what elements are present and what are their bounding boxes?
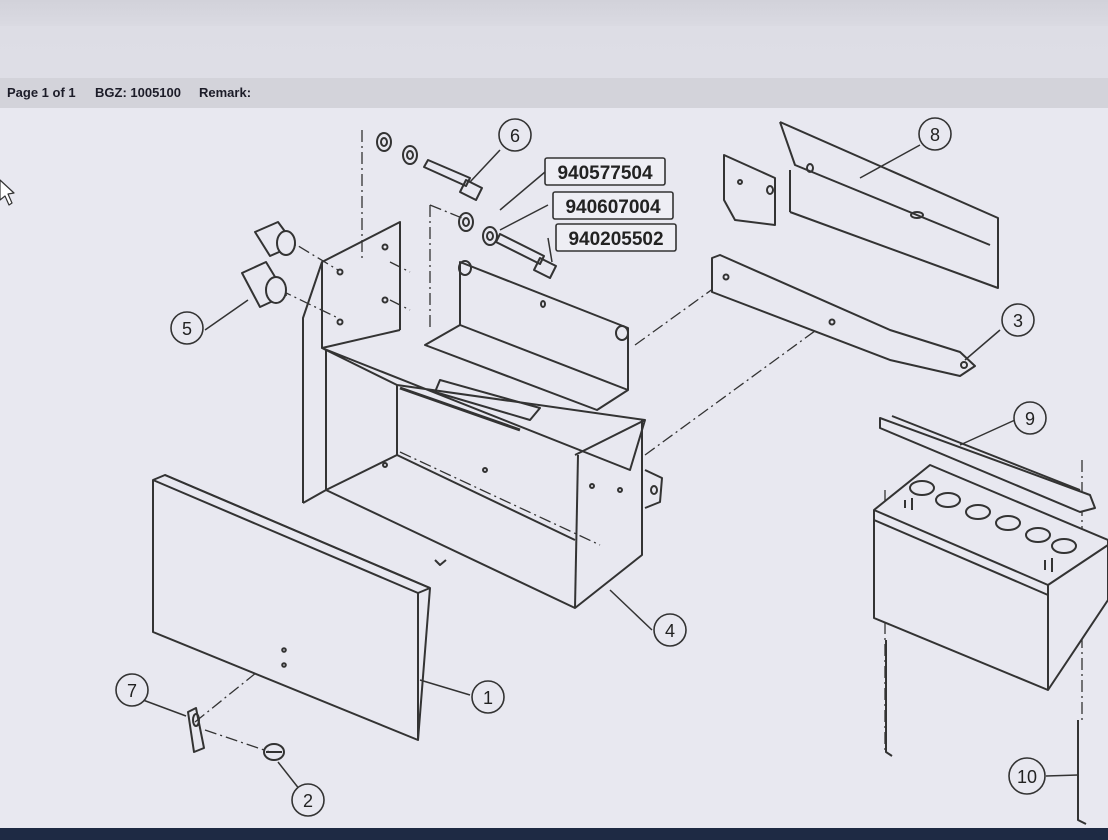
callout-4[interactable]: 4 bbox=[665, 621, 675, 641]
part-4-battery-box bbox=[302, 221, 663, 609]
part-6-hardware bbox=[376, 132, 557, 279]
callout-10[interactable]: 10 bbox=[1017, 767, 1037, 787]
part-number-boxes bbox=[544, 157, 677, 252]
callout-6[interactable]: 6 bbox=[510, 126, 520, 146]
part-number-3[interactable]: 940205502 bbox=[568, 229, 663, 250]
taskbar[interactable] bbox=[0, 828, 1108, 840]
callout-5[interactable]: 5 bbox=[182, 319, 192, 339]
mouse-pointer-icon bbox=[0, 179, 15, 206]
part-number-1[interactable]: 940577504 bbox=[557, 163, 653, 184]
callout-8[interactable]: 8 bbox=[930, 125, 940, 145]
remark-label: Remark: bbox=[199, 85, 252, 100]
drawing-canvas[interactable] bbox=[0, 108, 1108, 830]
battery bbox=[873, 464, 1108, 691]
callout-3[interactable]: 3 bbox=[1013, 311, 1023, 331]
part-3-strap bbox=[711, 254, 976, 377]
leader-lines bbox=[142, 144, 1079, 791]
page-indicator: Page 1 of 1 bbox=[7, 85, 76, 100]
callout-7[interactable]: 7 bbox=[127, 681, 137, 701]
part-number-2[interactable]: 940607004 bbox=[565, 197, 661, 218]
callout-circles bbox=[115, 117, 1047, 817]
bgz-number: BGZ: 1005100 bbox=[95, 85, 181, 100]
part-9-top-bar bbox=[879, 415, 1096, 513]
part-5-spacers bbox=[241, 221, 296, 308]
part-8-clamp-bracket bbox=[723, 121, 999, 289]
part-7-latch bbox=[187, 707, 205, 753]
callout-2[interactable]: 2 bbox=[303, 791, 313, 811]
callout-9[interactable]: 9 bbox=[1025, 409, 1035, 429]
part-10-j-bolts bbox=[885, 640, 1087, 825]
part-1-cover-plate bbox=[152, 474, 431, 741]
part-2-cam bbox=[263, 743, 285, 761]
window-top-bar bbox=[0, 0, 1108, 26]
callout-1[interactable]: 1 bbox=[483, 688, 493, 708]
